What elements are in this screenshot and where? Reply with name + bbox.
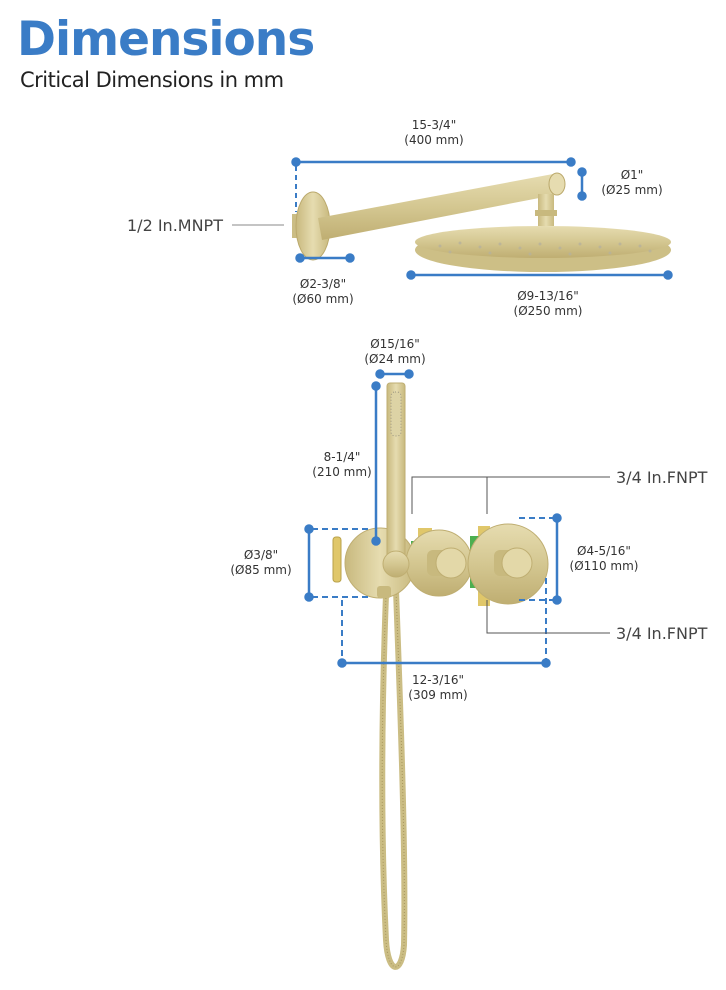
flange-diameter-mm: (Ø60 mm) — [292, 292, 354, 306]
flange-diameter-label: Ø2-3/8" (Ø60 mm) — [292, 277, 353, 307]
trim-plate-mm: (Ø110 mm) — [569, 559, 639, 573]
handshower-diameter-in: Ø15/16" — [370, 337, 420, 351]
handshower-diameter-label: Ø15/16" (Ø24 mm) — [364, 337, 425, 367]
handshower-length-mm: (210 mm) — [312, 465, 372, 479]
top-dimension-lines — [291, 157, 673, 280]
head-diameter-label: Ø9-13/16" (Ø250 mm) — [514, 289, 583, 319]
head-diameter-in: Ø9-13/16" — [517, 289, 579, 303]
mnpt-callout: 1/2 In.MNPT — [127, 216, 223, 235]
head-diameter-mm: (Ø250 mm) — [513, 304, 583, 318]
outlet-plate-label: Ø3/8" (Ø85 mm) — [230, 548, 291, 578]
arm-length-label: 15-3/4" (400 mm) — [404, 118, 463, 148]
overall-width-in: 12-3/16" — [411, 673, 465, 687]
valve-illustration — [332, 382, 549, 970]
page-subtitle: Critical Dimensions in mm — [20, 68, 284, 92]
fnpt-bottom-callout: 3/4 In.FNPT — [616, 624, 708, 643]
arm-diameter-label: Ø1" (Ø25 mm) — [601, 168, 662, 198]
outlet-plate-in: Ø3/8" — [243, 548, 279, 562]
shower-arm-illustration — [292, 172, 671, 272]
page-title: Dimensions — [17, 12, 315, 67]
trim-plate-in: Ø4-5/16" — [577, 544, 631, 558]
fnpt-leaders — [411, 476, 610, 634]
valve-dimension-lines — [304, 369, 562, 668]
outlet-plate-mm: (Ø85 mm) — [230, 563, 292, 577]
arm-length-mm: (400 mm) — [404, 133, 464, 147]
handshower-length-label: 8-1/4" (210 mm) — [312, 450, 371, 480]
handshower-diameter-mm: (Ø24 mm) — [364, 352, 426, 366]
overall-width-mm: (309 mm) — [408, 688, 468, 702]
arm-diameter-mm: (Ø25 mm) — [601, 183, 663, 197]
trim-plate-label: Ø4-5/16" (Ø110 mm) — [570, 544, 639, 574]
arm-diameter-in: Ø1" — [620, 168, 644, 182]
arm-length-in: 15-3/4" — [411, 118, 457, 132]
flange-diameter-in: Ø2-3/8" — [299, 277, 347, 291]
fnpt-top-callout: 3/4 In.FNPT — [616, 468, 708, 487]
overall-width-label: 12-3/16" (309 mm) — [408, 673, 467, 703]
handshower-length-in: 8-1/4" — [323, 450, 361, 464]
